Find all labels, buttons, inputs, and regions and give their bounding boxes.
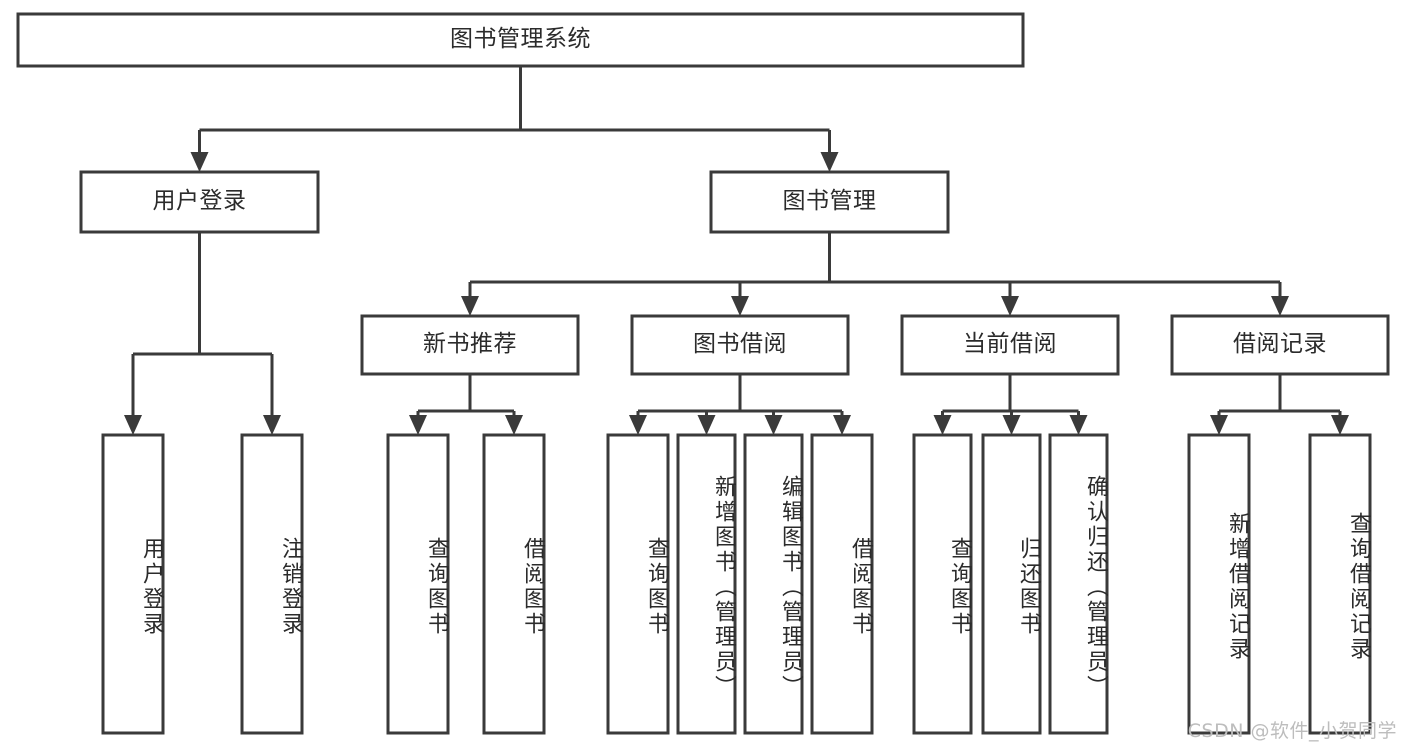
edge-arrowhead (505, 415, 523, 435)
edge-arrowhead (124, 415, 142, 435)
watermark: CSDN @软件_小贺同学 (1187, 720, 1397, 742)
node-box-new-book-rec[interactable] (360, 314, 580, 376)
node-box-leaf-return-book[interactable] (981, 433, 1042, 735)
node-box-leaf-logout[interactable] (240, 433, 304, 735)
edge-arrowhead (764, 415, 783, 435)
edge-arrowhead (629, 415, 647, 435)
edge-arrowhead (1002, 415, 1021, 435)
edge-arrowhead (263, 415, 281, 435)
edge-arrowhead (1069, 415, 1088, 435)
node-box-leaf-query-book-3[interactable] (912, 433, 973, 735)
edge-arrowhead (409, 415, 427, 435)
edge-arrowhead (1331, 415, 1349, 435)
node-box-leaf-user-login[interactable] (101, 433, 165, 735)
node-box-user-login[interactable] (79, 170, 320, 234)
edge-arrowhead (731, 296, 749, 316)
edge-arrowhead (1210, 415, 1228, 435)
edge-arrowhead (820, 152, 839, 172)
edge-arrowhead (833, 415, 851, 435)
node-box-leaf-query-book-2[interactable] (606, 433, 670, 735)
edge-arrowhead (933, 415, 952, 435)
node-box-book-borrow[interactable] (630, 314, 850, 376)
edge-layer (124, 66, 1349, 435)
edge-arrowhead (1001, 296, 1019, 316)
node-box-leaf-add-book[interactable] (676, 433, 737, 735)
node-box-leaf-borrow-book-2[interactable] (810, 433, 874, 735)
node-box-leaf-query-record[interactable] (1308, 433, 1372, 735)
node-box-current-borrow[interactable] (900, 314, 1120, 376)
node-box-leaf-edit-book[interactable] (743, 433, 804, 735)
node-box-leaf-add-record[interactable] (1187, 433, 1251, 735)
node-box-borrow-record[interactable] (1170, 314, 1390, 376)
box-layer (16, 12, 1390, 735)
edge-arrowhead (461, 296, 479, 316)
node-box-leaf-query-book-1[interactable] (386, 433, 450, 735)
node-box-book-manage[interactable] (709, 170, 950, 234)
node-box-leaf-borrow-book-1[interactable] (482, 433, 546, 735)
edge-arrowhead (1271, 296, 1289, 316)
edge-arrowhead (697, 415, 716, 435)
node-box-root[interactable] (16, 12, 1025, 68)
edge-arrowhead (190, 152, 209, 172)
node-box-leaf-confirm-return[interactable] (1048, 433, 1109, 735)
